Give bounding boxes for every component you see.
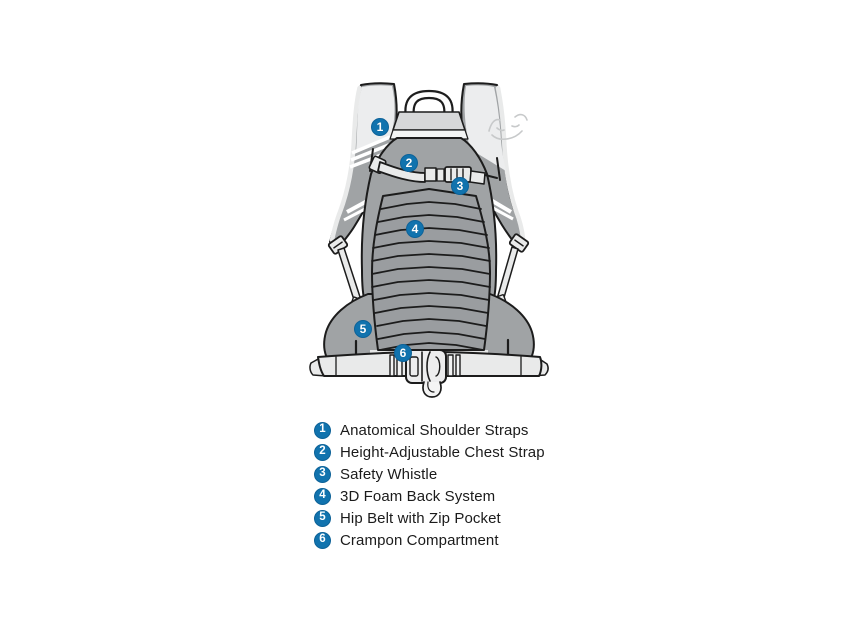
- callout-marker-3: 3: [451, 177, 469, 195]
- legend-number-badge: 5: [314, 509, 331, 527]
- legend-label: Hip Belt with Zip Pocket: [340, 509, 501, 527]
- back-panel: [371, 188, 491, 351]
- strap-webbing-left: [337, 247, 362, 304]
- legend-row: 6 Crampon Compartment: [314, 529, 545, 551]
- top-lid: [392, 111, 466, 131]
- chest-strap: [368, 148, 501, 185]
- belt-dangling-strap: [422, 381, 442, 398]
- chest-strap-slider: [436, 168, 445, 182]
- feature-legend: 1 Anatomical Shoulder Straps 2 Height-Ad…: [314, 419, 545, 551]
- back-panel-ribs: [371, 201, 491, 351]
- legend-row: 4 3D Foam Back System: [314, 485, 545, 507]
- legend-label: Anatomical Shoulder Straps: [340, 421, 529, 439]
- callout-marker-2: 2: [400, 154, 418, 172]
- lid-highlight: [389, 129, 469, 140]
- legend-row: 2 Height-Adjustable Chest Strap: [314, 441, 545, 463]
- callout-marker-5: 5: [354, 320, 372, 338]
- belt-buckle-icon: [405, 349, 447, 384]
- belt-seams: [335, 356, 522, 376]
- chest-strap-adjuster: [424, 167, 437, 182]
- callout-marker-1: 1: [371, 118, 389, 136]
- legend-number-badge: 1: [314, 421, 331, 439]
- hip-belt: [309, 349, 549, 398]
- chest-strap-band: [377, 161, 426, 183]
- legend-number-badge: 2: [314, 443, 331, 461]
- belt-slider-bars: [389, 354, 461, 377]
- strap-webbing-right: [496, 246, 519, 302]
- legend-number-badge: 4: [314, 487, 331, 505]
- legend-label: Crampon Compartment: [340, 531, 499, 549]
- strap-binding-right: [495, 85, 526, 241]
- legend-row: 5 Hip Belt with Zip Pocket: [314, 507, 545, 529]
- legend-row: 1 Anatomical Shoulder Straps: [314, 419, 545, 441]
- brand-logo: [488, 113, 528, 140]
- legend-label: Height-Adjustable Chest Strap: [340, 443, 545, 461]
- strap-binding-left: [329, 85, 362, 243]
- callout-marker-6: 6: [394, 344, 412, 362]
- legend-row: 3 Safety Whistle: [314, 463, 545, 485]
- strap-padding-right: [464, 85, 506, 171]
- legend-number-badge: 6: [314, 531, 331, 549]
- legend-label: Safety Whistle: [340, 465, 438, 483]
- legend-label: 3D Foam Back System: [340, 487, 496, 505]
- chest-strap-right-link: [469, 170, 486, 185]
- legend-number-badge: 3: [314, 465, 331, 483]
- callout-marker-4: 4: [406, 220, 424, 238]
